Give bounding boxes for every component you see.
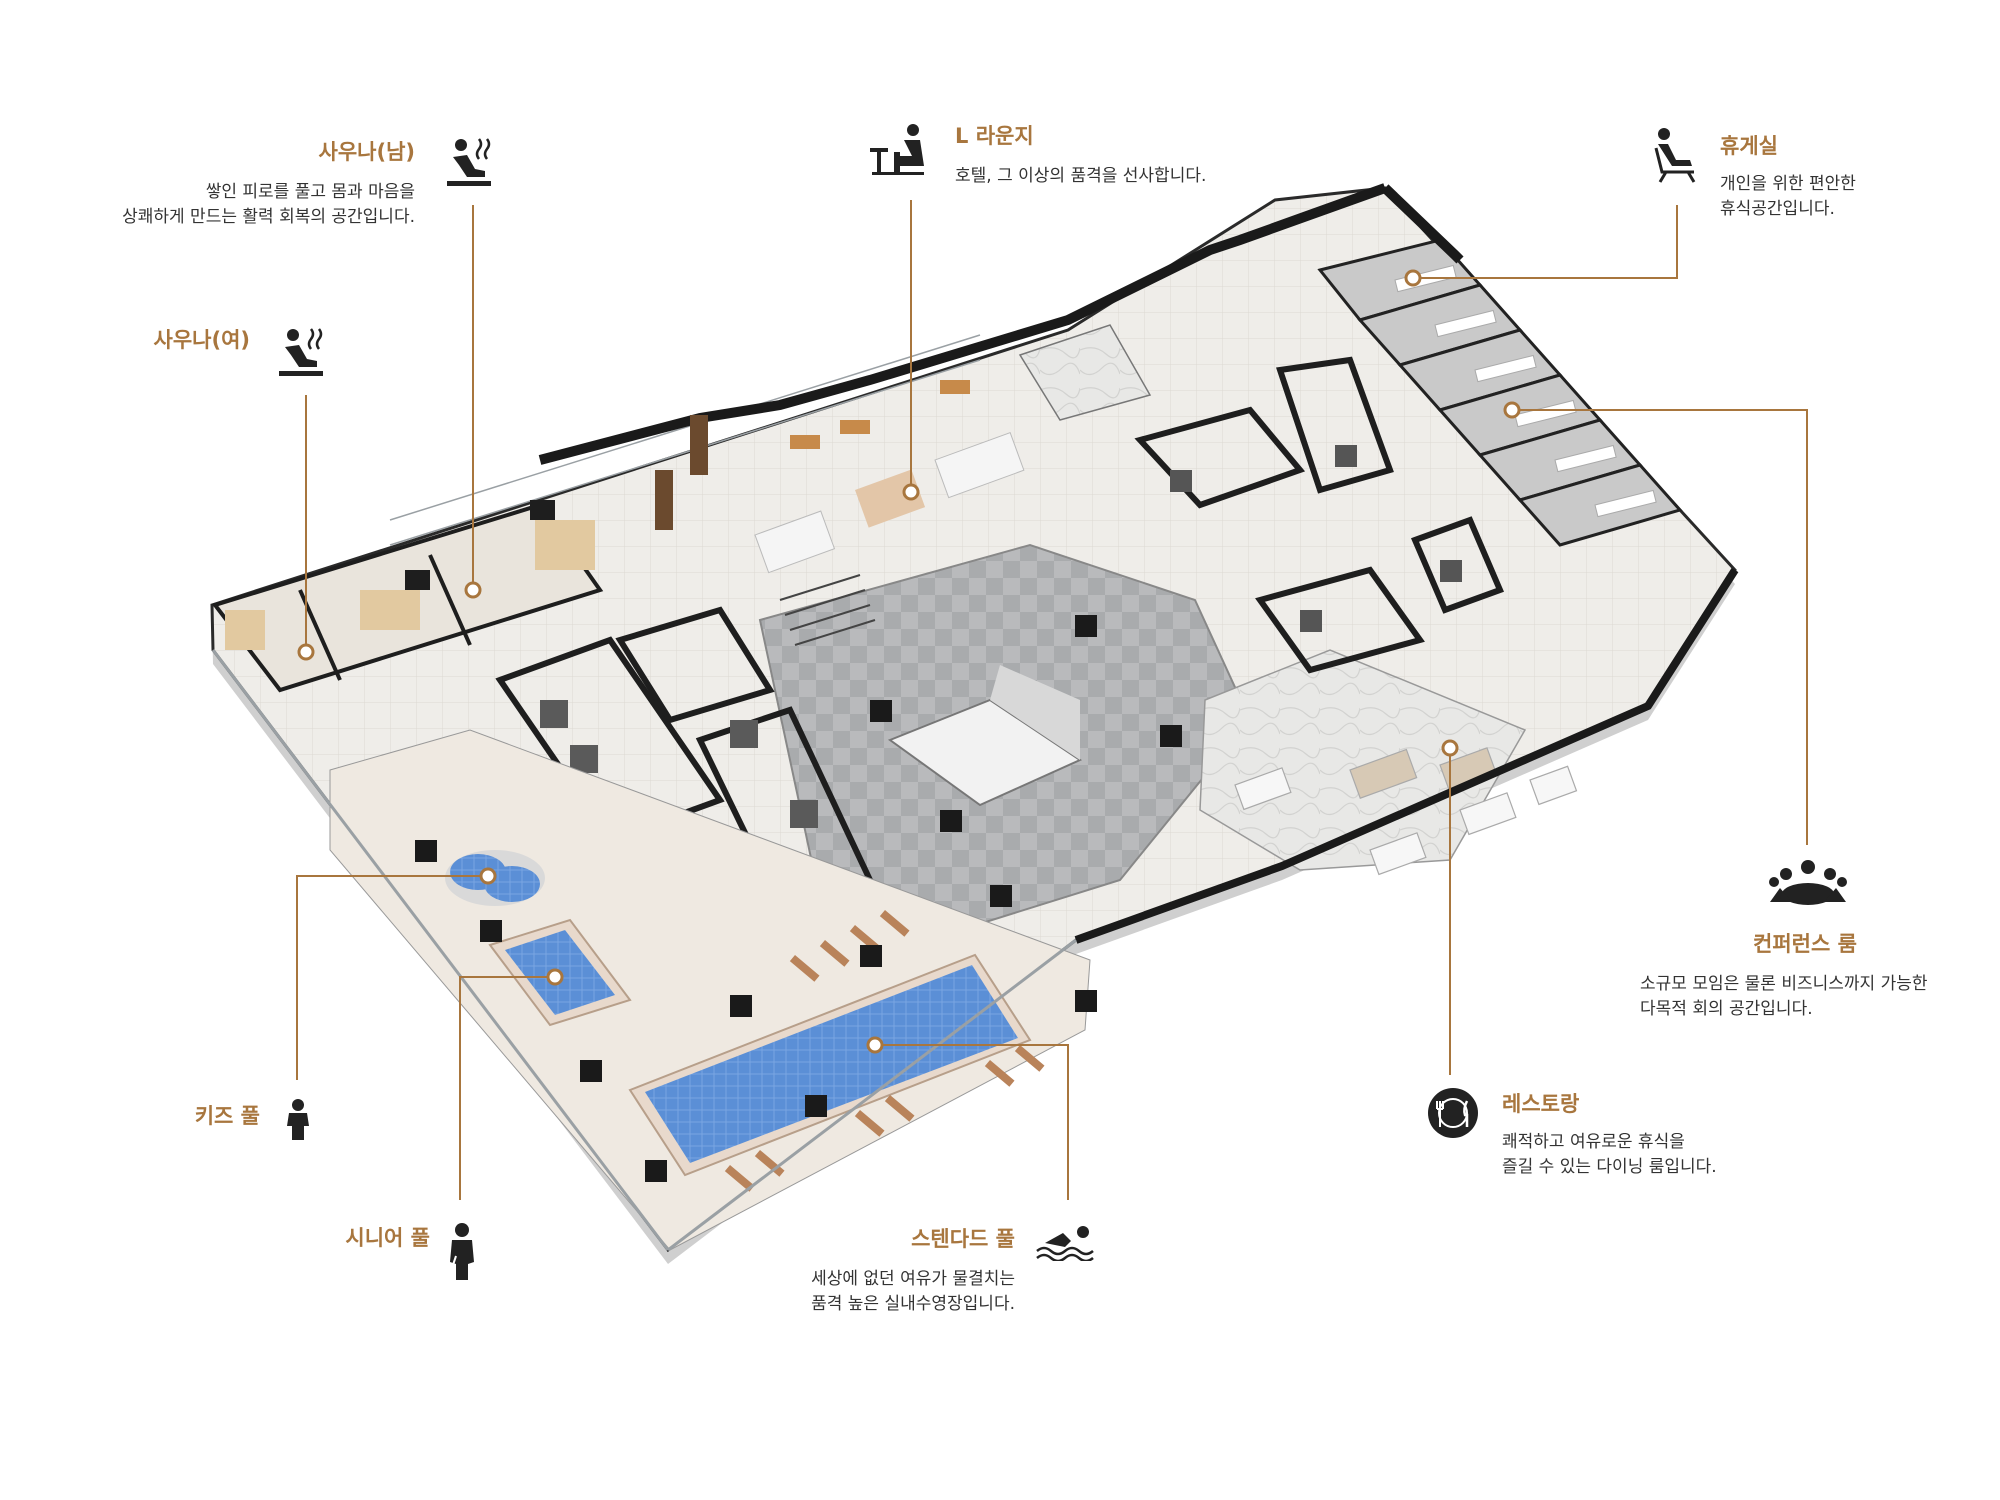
sauna-icon [447,138,491,186]
leader-lines [296,200,1808,1200]
rest-room-callout: 휴게실 개인을 위한 편안한 휴식공간입니다. [1720,130,1856,222]
lounge-chair-icon [870,124,924,175]
reclining-person-icon [1654,128,1696,183]
kids-pool-callout: 키즈 풀 [120,1100,260,1130]
glass-railing [389,334,981,546]
sauna-men-title: 사우나(남) [318,140,415,164]
conference-desc-line1: 소규모 모임은 물론 비즈니스까지 가능한 [1640,974,1928,994]
sauna-women-callout: 사우나(여) [80,324,250,354]
l-lounge-desc: 호텔, 그 이상의 품격을 선사합니다. [955,166,1207,186]
restaurant-title: 레스토랑 [1502,1092,1580,1116]
conference-desc-line2: 다목적 회의 공간입니다. [1640,999,1813,1019]
senior-pool-title: 시니어 풀 [345,1226,430,1250]
l-lounge-title: L 라운지 [955,124,1034,148]
north-wall [538,183,1387,465]
stairs [779,574,876,646]
restaurant-desc-line1: 쾌적하고 여유로운 휴식을 [1502,1132,1685,1152]
conference-callout: 컨퍼런스 룸 소규모 모임은 물론 비즈니스까지 가능한 다목적 회의 공간입니… [1640,928,1980,1022]
rest-room-desc-line2: 휴식공간입니다. [1720,199,1835,219]
senior-person-icon [450,1223,474,1280]
sauna-women-title: 사우나(여) [153,328,250,352]
sauna-rooms [211,415,708,693]
leader-dots [297,269,1521,1054]
child-icon [287,1099,309,1140]
l-lounge-callout: L 라운지 호텔, 그 이상의 품격을 선사합니다. [955,120,1206,189]
standard-pool-callout: 스텐다드 풀 세상에 없던 여유가 물결치는 품격 높은 실내수영장입니다. [640,1223,1015,1317]
meeting-group-icon [1769,860,1847,905]
sauna-men-desc-line2: 상쾌하게 만드는 활력 회복의 공간입니다. [122,207,415,227]
atrium-floor [758,543,1252,982]
south-wall [1074,567,1739,944]
sauna-icon [279,328,323,376]
sauna-men-callout: 사우나(남) 쌓인 피로를 풀고 몸과 마음을 상쾌하게 만드는 활력 회복의 … [60,136,415,230]
fork-knife-icon [1428,1088,1478,1138]
restaurant-tables [1234,747,1578,876]
standard-pool-desc-line2: 품격 높은 실내수영장입니다. [811,1294,1015,1314]
columns [415,615,1182,1182]
conference-title: 컨퍼런스 룸 [1753,932,1857,956]
standard-pool-shape [628,953,1032,1177]
lounge-furniture [754,324,1152,574]
standard-pool-desc-line1: 세상에 없던 여유가 물결치는 [811,1269,1015,1289]
kids-pool-title: 키즈 풀 [194,1104,260,1128]
restaurant-desc-line2: 즐길 수 있는 다이닝 룸입니다. [1502,1157,1717,1177]
sauna-men-desc-line1: 쌓인 피로를 풀고 몸과 마음을 [205,182,415,202]
rest-room-desc-line1: 개인을 위한 편안한 [1720,174,1856,194]
restaurant-callout: 레스토랑 쾌적하고 여유로운 휴식을 즐길 수 있는 다이닝 룸입니다. [1502,1088,1717,1180]
standard-pool-title: 스텐다드 풀 [911,1227,1015,1251]
rest-room-title: 휴게실 [1720,134,1778,158]
senior-pool-callout: 시니어 풀 [250,1222,430,1252]
swimmer-icon [1036,1226,1094,1261]
